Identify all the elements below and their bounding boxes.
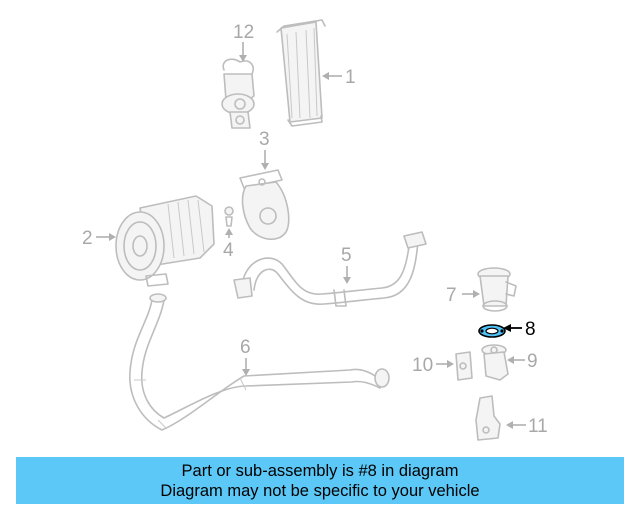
callout-label: 8	[525, 319, 536, 340]
part-5-hose	[233, 231, 427, 307]
part-12-valve	[221, 58, 255, 129]
part-7-fitting	[477, 267, 517, 312]
callout-label: 5	[341, 245, 352, 266]
callout-label: 3	[259, 129, 270, 150]
callout-label: 7	[446, 285, 457, 306]
callout-label: 6	[240, 337, 251, 358]
callout-6: 6	[240, 337, 251, 376]
callout-label: 9	[527, 351, 538, 372]
info-banner: Part or sub-assembly is #8 in diagram Di…	[16, 457, 624, 504]
part-1-canister	[276, 19, 326, 127]
callout-9: 9	[507, 351, 538, 372]
callout-5: 5	[341, 245, 352, 284]
callout-label: 11	[528, 416, 548, 437]
part-4-bolt	[224, 206, 234, 227]
callout-label: 10	[412, 355, 433, 376]
part-9-bracket	[481, 344, 509, 381]
banner-line-2: Diagram may not be specific to your vehi…	[160, 481, 480, 500]
callout-11: 11	[506, 416, 548, 437]
callout-label: 1	[345, 67, 356, 88]
part-10-plate	[455, 351, 473, 381]
part-11-bracket	[475, 395, 501, 441]
banner-line-1: Part or sub-assembly is #8 in diagram	[181, 461, 459, 480]
callout-label: 2	[82, 228, 93, 249]
callout-8: 8	[503, 319, 536, 340]
callout-label: 4	[223, 240, 234, 261]
callout-2: 2	[82, 228, 116, 249]
part-8-gasket	[478, 324, 506, 338]
parts-diagram: 1 12 3 2 4 5 6 7 8 9	[82, 19, 548, 441]
part-2-air-pump	[115, 195, 215, 287]
part-6-hose	[129, 293, 390, 431]
callout-label: 12	[233, 22, 254, 43]
callout-7: 7	[446, 285, 480, 306]
callout-3: 3	[259, 129, 270, 170]
callout-4: 4	[223, 228, 234, 261]
callout-12: 12	[233, 22, 254, 62]
callout-10: 10	[412, 355, 454, 376]
callout-1: 1	[322, 67, 356, 88]
part-3-bracket	[239, 169, 290, 240]
